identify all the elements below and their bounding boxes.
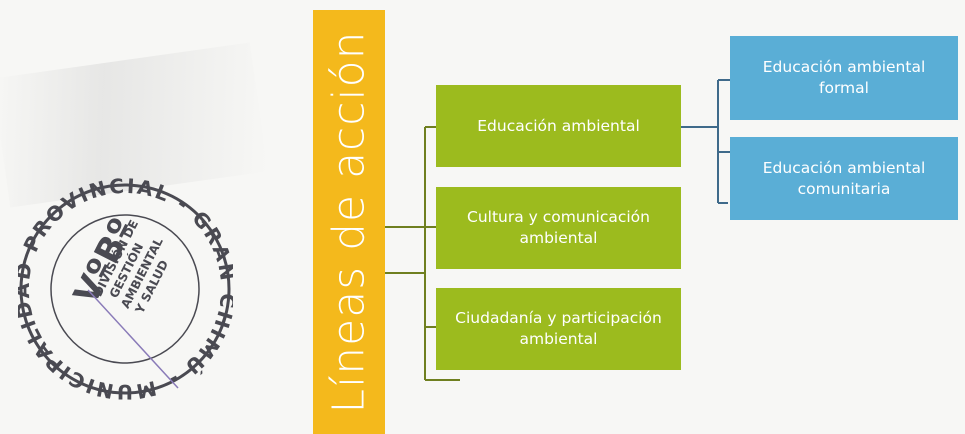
box-educacion-comunitaria: Educación ambiental comunitaria [730, 137, 958, 220]
box-cultura-comunicacion: Cultura y comunicación ambiental [436, 187, 681, 269]
vobo-seal-stamp: MUNICIPALIDAD PROVINCIAL - GRAN CHIMÚ - … [18, 178, 233, 408]
box-label: Educación ambiental comunitaria [762, 158, 926, 198]
box-educacion-ambiental: Educación ambiental [436, 85, 681, 167]
box-label: Ciudadanía y participación ambiental [455, 309, 662, 348]
signature-stroke [87, 289, 179, 389]
box-label: Educación ambiental [477, 116, 640, 135]
diagram-title: Líneas de acción [323, 30, 375, 414]
box-ciudadania-participacion: Ciudadanía y participación ambiental [436, 288, 681, 370]
lineas-de-accion-bar: Líneas de acción [313, 10, 385, 434]
box-label: Educación ambiental formal [762, 58, 926, 97]
box-label: Cultura y comunicación ambiental [467, 208, 650, 247]
box-educacion-formal: Educación ambiental formal [730, 36, 958, 120]
